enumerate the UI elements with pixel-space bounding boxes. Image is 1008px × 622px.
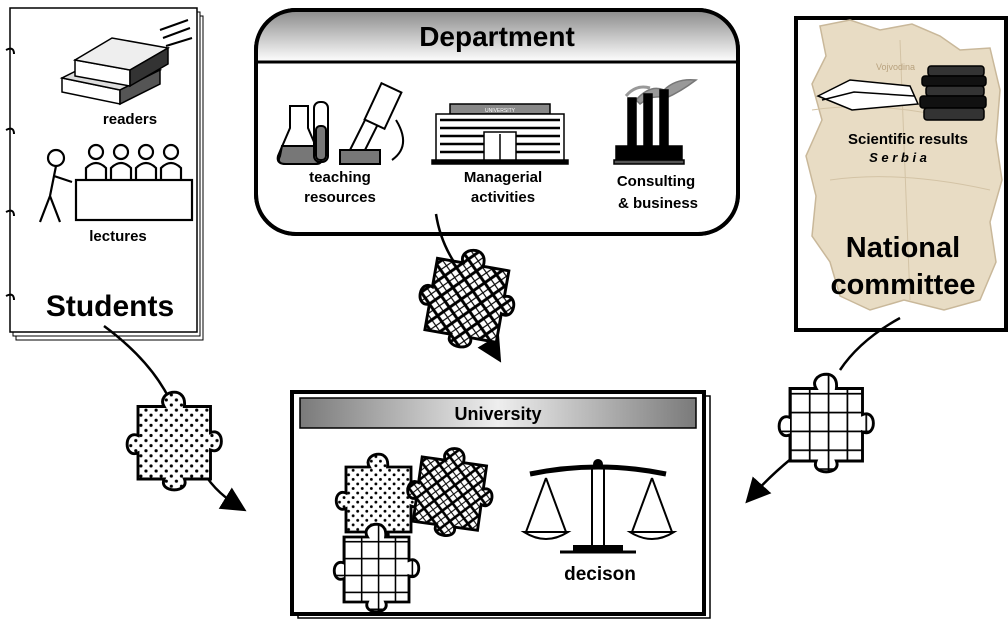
university-title: University	[454, 404, 541, 424]
scientific-results-label: Scientific results	[848, 131, 968, 148]
lecture-audience-icon	[38, 143, 194, 223]
university-box: University decison	[290, 390, 711, 619]
grid-puzzle-piece-icon	[777, 372, 875, 474]
students-connector	[103, 324, 247, 512]
consulting-label-line2: & business	[618, 195, 698, 212]
teaching-label-line1: teaching	[309, 169, 371, 186]
decision-label: decison	[564, 564, 636, 585]
managerial-label-line2: activities	[471, 189, 535, 206]
lab-flask-icon	[276, 81, 404, 165]
committee-connector	[745, 316, 901, 504]
balance-scale-icon	[520, 459, 678, 554]
consulting-label-line1: Consulting	[617, 173, 695, 190]
national-committee-title-line2: committee	[830, 269, 975, 301]
dotted-puzzle-piece-icon	[125, 390, 223, 492]
national-committee-box: Vojvodina S e r b i a Scientific results…	[794, 16, 1008, 332]
map-region-label: Vojvodina	[876, 62, 915, 72]
factory-icon	[613, 78, 698, 165]
map-country-label: S e r b i a	[869, 150, 927, 165]
books-stack-icon	[816, 65, 987, 121]
national-committee-title-line1: National	[846, 232, 960, 264]
department-box: Department teaching resources UNIVERSITY…	[254, 8, 740, 236]
students-title: Students	[46, 290, 174, 323]
diamond-puzzle-piece-icon	[410, 240, 524, 357]
lectures-label: lectures	[89, 228, 147, 245]
managerial-label-line1: Managerial	[464, 169, 542, 186]
department-connector	[410, 213, 524, 363]
teaching-label-line2: resources	[304, 189, 376, 206]
books-icon	[59, 19, 193, 106]
readers-label: readers	[103, 111, 157, 128]
building-sign: UNIVERSITY	[485, 108, 516, 114]
students-notebook: readers lectures Students	[5, 7, 204, 341]
university-building-icon	[431, 103, 569, 165]
department-title: Department	[419, 21, 575, 52]
binder-ring-icon	[5, 47, 15, 301]
grid-puzzle-piece-icon	[332, 522, 421, 614]
